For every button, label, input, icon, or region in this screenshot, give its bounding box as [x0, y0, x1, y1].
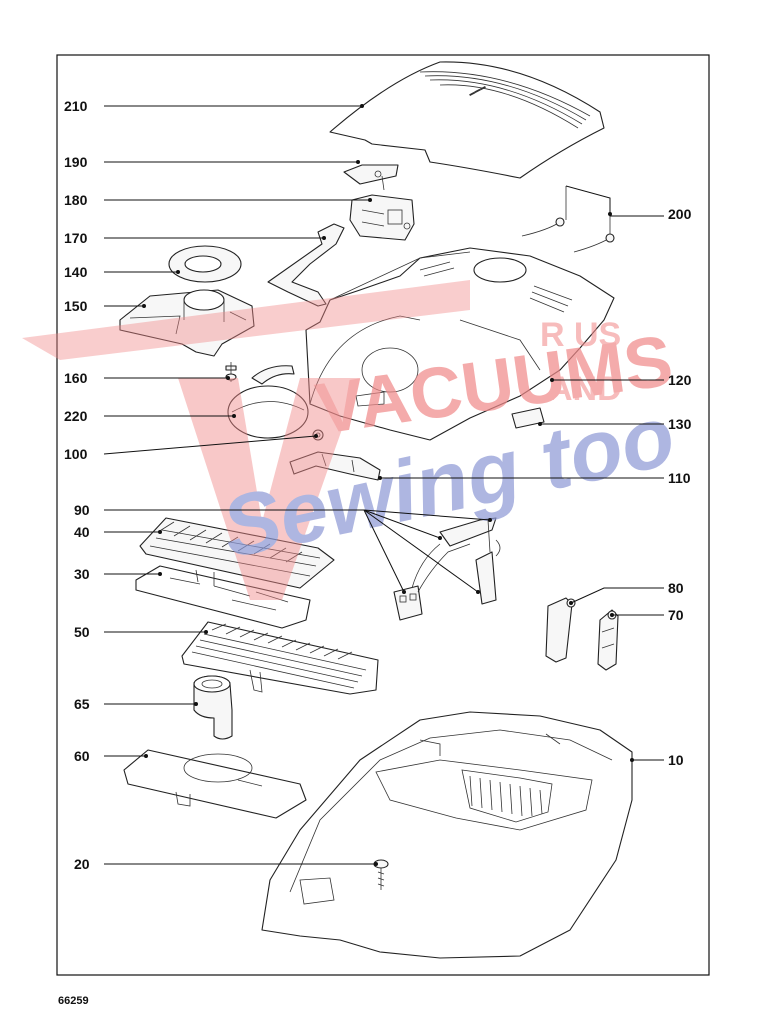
watermark-line3: AND	[548, 370, 622, 408]
callout-200: 200	[565, 185, 692, 222]
callout-150: 150	[64, 298, 146, 314]
part-40-grille	[139, 517, 335, 589]
svg-text:10: 10	[668, 752, 684, 768]
part-120-upper-housing	[305, 247, 615, 441]
callout-20: 20	[74, 856, 378, 872]
part-80-clip-left	[545, 597, 576, 663]
part-140-seal-ring	[168, 245, 242, 283]
part-170-lever	[267, 223, 345, 307]
callout-100: 100	[64, 434, 318, 462]
part-30-filter-mat	[135, 565, 311, 629]
svg-text:110: 110	[668, 470, 691, 486]
part-70-clip-right	[597, 609, 619, 671]
callout-90: 90	[74, 502, 492, 594]
svg-text:30: 30	[74, 566, 90, 582]
part-220-cover-disc	[227, 365, 309, 439]
svg-text:210: 210	[64, 98, 88, 114]
part-190-lid-clip	[343, 164, 399, 191]
callout-60: 60	[74, 748, 148, 764]
callout-160: 160	[64, 370, 230, 386]
part-10-base	[261, 711, 633, 959]
part-110-bumper-strip	[289, 451, 381, 481]
part-210-lid: ▬▬▬	[329, 61, 605, 179]
svg-text:100: 100	[64, 446, 88, 462]
callout-70: 70	[610, 607, 684, 623]
svg-text:50: 50	[74, 624, 90, 640]
svg-text:160: 160	[64, 370, 88, 386]
callout-190: 190	[64, 154, 360, 170]
callout-130: 130	[538, 416, 692, 432]
callout-220: 220	[64, 408, 236, 424]
callout-30: 30	[74, 566, 162, 582]
svg-text:200: 200	[668, 206, 692, 222]
callout-40: 40	[74, 524, 162, 540]
svg-text:190: 190	[64, 154, 88, 170]
part-130-latch	[511, 407, 545, 429]
part-50-hepa-filter	[181, 621, 379, 695]
part-150-motor-housing	[119, 289, 255, 357]
watermark-red-bar	[22, 280, 470, 360]
part-65-connector	[193, 675, 233, 740]
callout-110: 110	[378, 470, 691, 486]
svg-text:130: 130	[668, 416, 692, 432]
part-200-springs	[521, 186, 615, 253]
svg-text:60: 60	[74, 748, 90, 764]
document-number: 66259	[58, 995, 89, 1007]
callout-140: 140	[64, 264, 180, 280]
svg-text:170: 170	[64, 230, 88, 246]
svg-text:180: 180	[64, 192, 88, 208]
callout-80: 80	[569, 580, 684, 605]
callout-65: 65	[74, 696, 198, 712]
svg-text:220: 220	[64, 408, 88, 424]
callout-10: 10	[630, 752, 684, 768]
svg-text:65: 65	[74, 696, 90, 712]
svg-text:80: 80	[668, 580, 684, 596]
watermark-line2: R US	[540, 316, 621, 354]
callout-210: 210	[64, 98, 364, 114]
svg-text:70: 70	[668, 607, 684, 623]
callout-180: 180	[64, 192, 372, 208]
svg-text:150: 150	[64, 298, 88, 314]
svg-text:40: 40	[74, 524, 90, 540]
callout-50: 50	[74, 624, 208, 640]
svg-text:20: 20	[74, 856, 90, 872]
svg-text:120: 120	[668, 372, 692, 388]
svg-text:140: 140	[64, 264, 88, 280]
callout-170: 170	[64, 230, 326, 246]
watermark-red-v	[178, 378, 360, 600]
part-20-base-screw	[373, 859, 389, 890]
part-60-filter-cover	[123, 749, 307, 819]
callout-120: 120	[550, 372, 692, 388]
svg-text:90: 90	[74, 502, 90, 518]
part-90-cable-harness	[393, 517, 501, 621]
part-180-switch-unit	[349, 194, 415, 241]
